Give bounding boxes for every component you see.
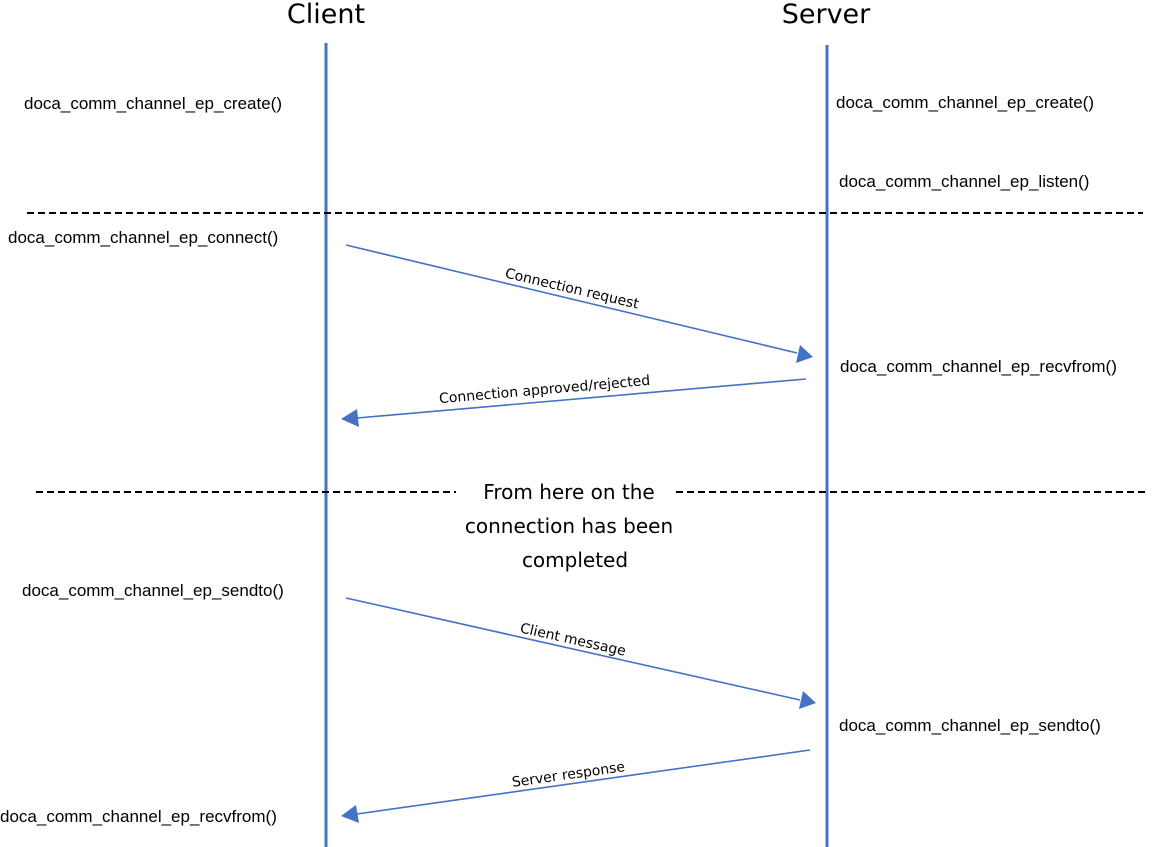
server-listen-call: doca_comm_channel_ep_listen() [839,172,1089,191]
client-sendto-call: doca_comm_channel_ep_sendto() [22,581,284,600]
server-recvfrom-call: doca_comm_channel_ep_recvfrom() [840,357,1117,376]
client-connect-call: doca_comm_channel_ep_connect() [8,228,278,247]
server-sendto-call: doca_comm_channel_ep_sendto() [839,716,1101,735]
client-recvfrom-call: doca_comm_channel_ep_recvfrom() [0,807,277,826]
connection-reply-arrow [356,378,807,419]
client-message-arrow [345,597,801,701]
server-title: Server [782,0,871,30]
connection-request-arrowhead [796,345,813,363]
connection-request-arrow [345,244,798,354]
server-create-call: doca_comm_channel_ep_create() [836,93,1094,112]
server-response-arrow [356,749,811,815]
connection-request-label: Connection request [503,266,640,313]
server-response-label: Server response [511,759,626,791]
client-title: Client [287,0,365,30]
client-message-arrowhead [799,691,816,709]
completion-note-line1: From here on the [483,480,654,504]
completion-note-line3: completed [522,548,628,572]
connection-reply-arrowhead [341,409,359,427]
completion-note-line2: connection has been [465,514,673,538]
client-create-call: doca_comm_channel_ep_create() [24,94,282,113]
server-response-arrowhead [341,805,359,823]
